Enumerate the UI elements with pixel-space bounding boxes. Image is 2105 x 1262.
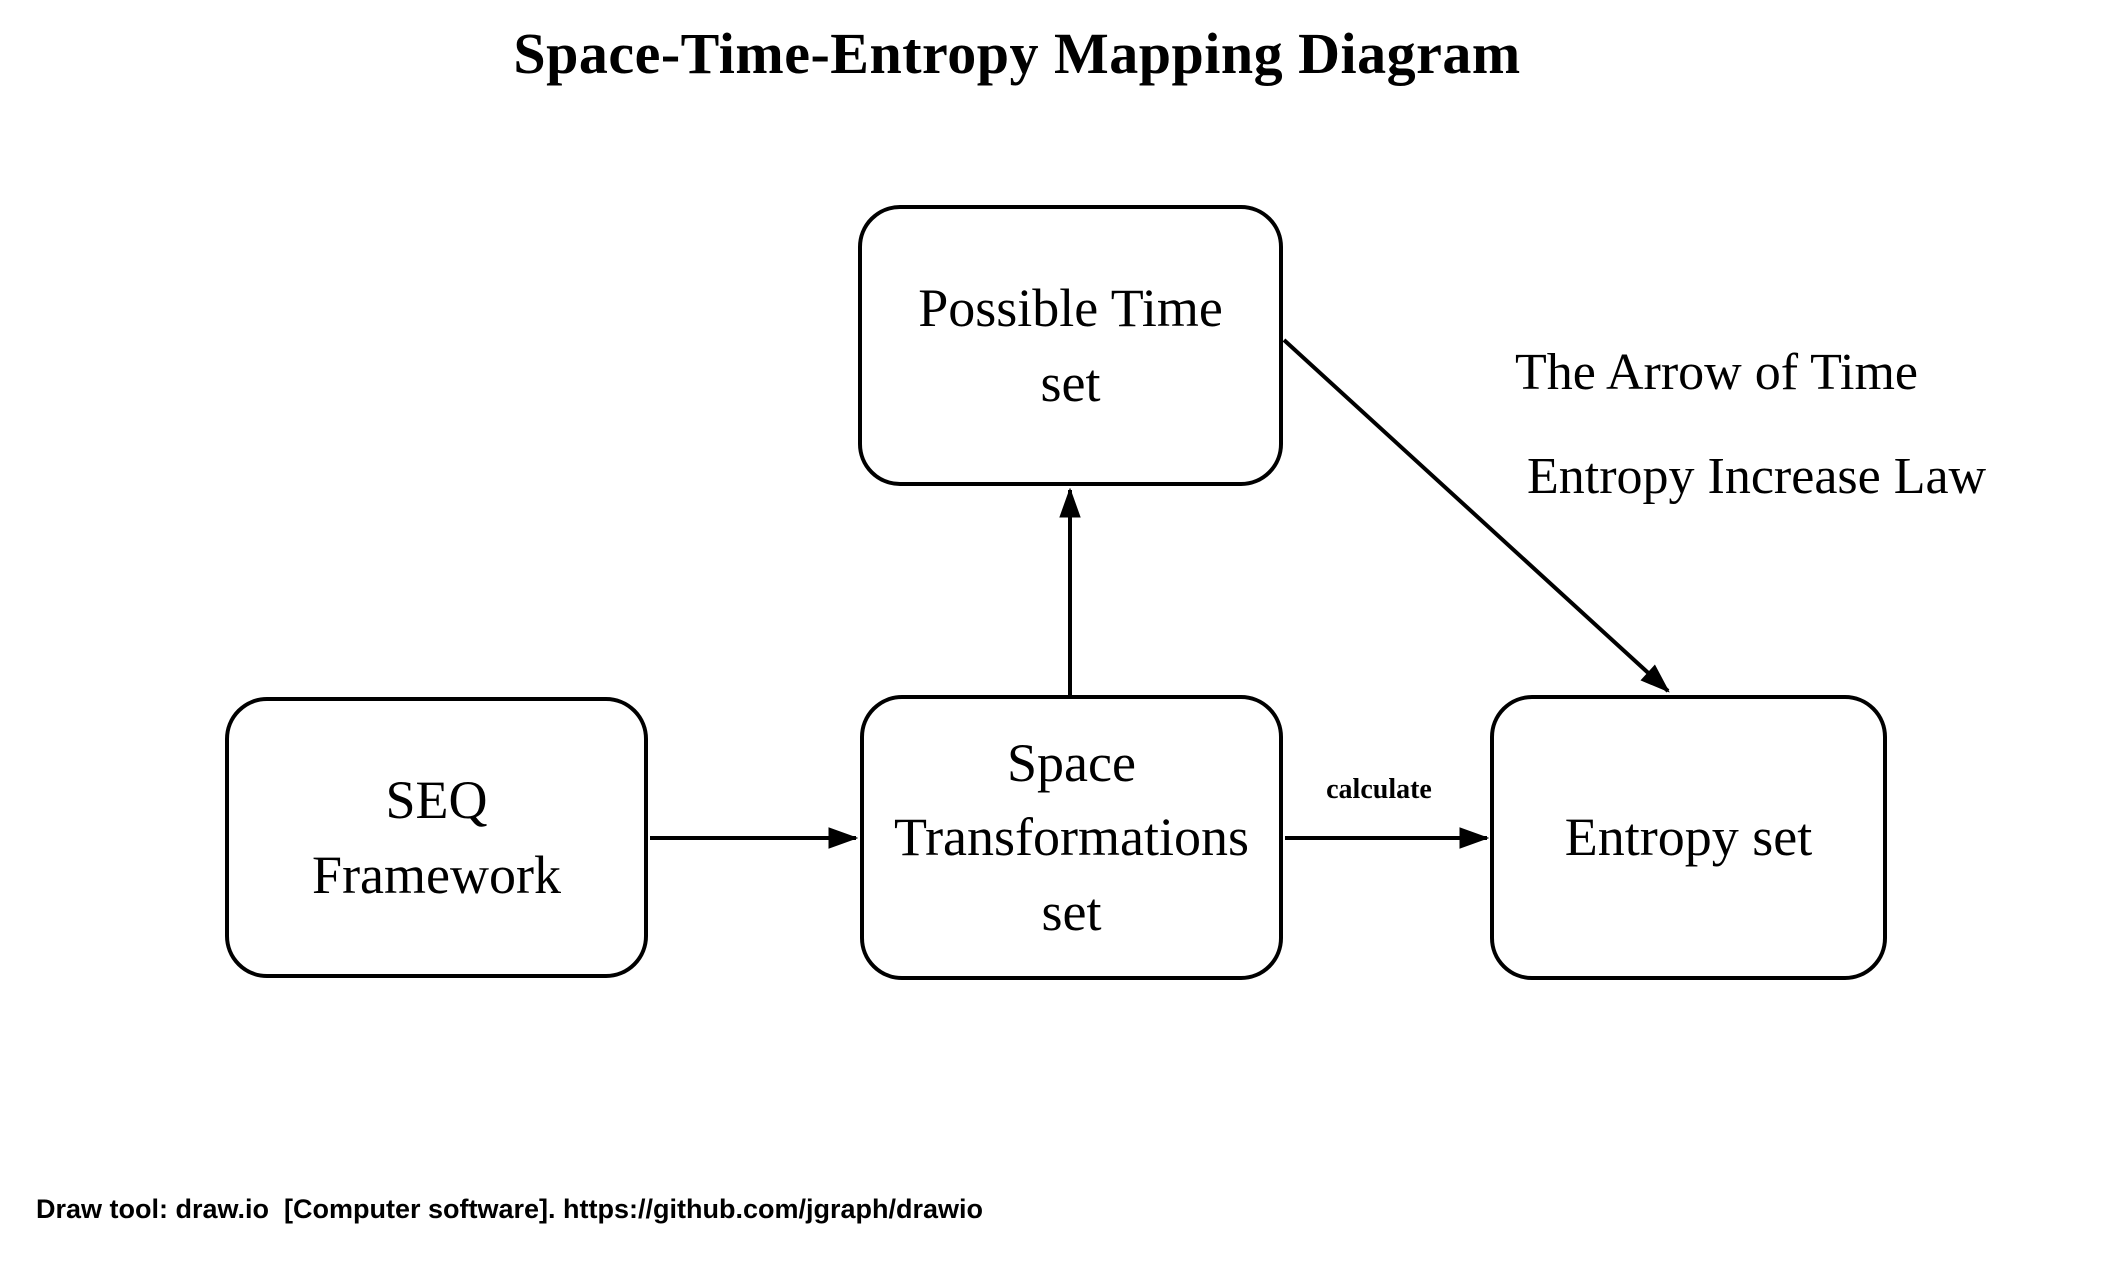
- node-seq-framework: SEQ Framework: [225, 697, 648, 978]
- node-possible-time-set: Possible Time set: [858, 205, 1283, 486]
- annotation-entropy-increase-law: Entropy Increase Law: [1527, 448, 1987, 505]
- annotation-arrow-of-time: The Arrow of Time: [1515, 344, 1918, 401]
- node-seq-framework-label: SEQ Framework: [312, 769, 561, 905]
- node-space-transformations-set-label: Space Transformations set: [893, 732, 1249, 942]
- edge-label-calculate: calculate: [1326, 774, 1432, 805]
- node-entropy-set: Entropy set: [1490, 695, 1887, 980]
- attribution-text: Draw tool: draw.io [Computer software]. …: [36, 1194, 984, 1224]
- diagram-title: Space-Time-Entropy Mapping Diagram: [513, 21, 1521, 86]
- node-space-transformations-set: Space Transformations set: [860, 695, 1283, 980]
- node-possible-time-set-label: Possible Time set: [918, 277, 1223, 413]
- node-entropy-set-label: Entropy set: [1564, 807, 1813, 868]
